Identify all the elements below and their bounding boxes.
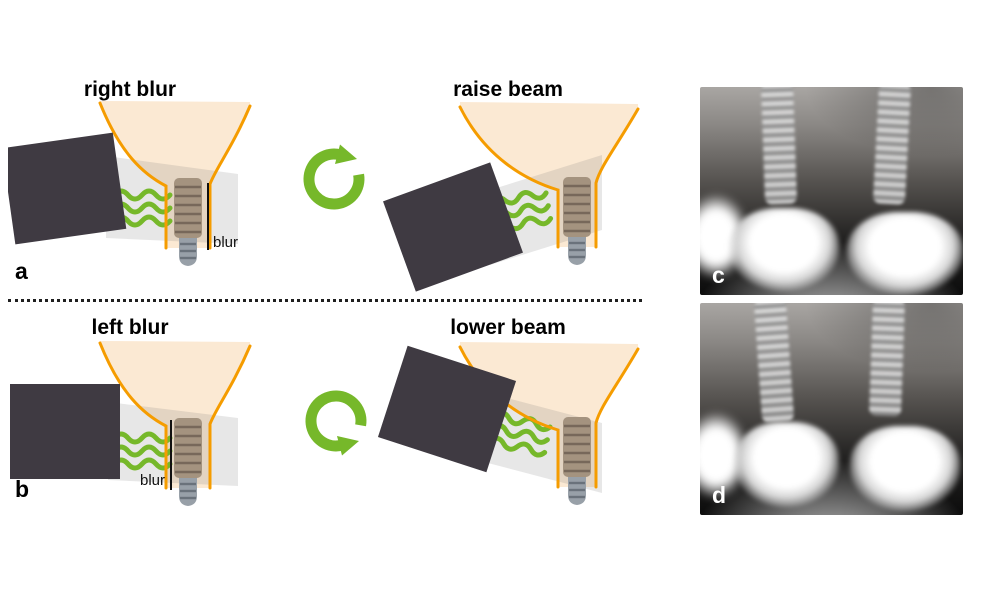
tooth-outline-right (208, 104, 252, 250)
panel-a-diagram: blur (8, 101, 252, 268)
row-separator (8, 299, 642, 302)
xray-beam-waves-icon (111, 431, 173, 471)
tooth-outline-fill (100, 101, 250, 248)
xray-tube-head (8, 132, 127, 245)
xray-tube-head (10, 384, 120, 479)
tooth-outline-fill (100, 341, 250, 488)
crown-shadow (734, 421, 840, 507)
tooth-outline-left (98, 341, 168, 490)
implant (561, 415, 593, 507)
panel-c-letter: c (712, 262, 725, 288)
tooth-outline-right (594, 107, 640, 249)
crown-shadow (847, 211, 963, 295)
xray-tube-head (383, 162, 523, 292)
xray-tube-head (377, 345, 517, 473)
xray-beam-waves-icon (487, 410, 553, 458)
panel-b-letter: b (15, 476, 30, 502)
panel-a-letter: a (15, 258, 28, 284)
panel-lower-diagram (377, 342, 640, 507)
crown-shadow (728, 207, 840, 291)
implant (561, 175, 593, 267)
panel-raise-diagram (383, 102, 640, 292)
tooth-outline-fill (460, 102, 638, 247)
panel-a-title: right blur (83, 78, 177, 101)
implant-shadow (761, 87, 797, 204)
crown-shadow (849, 425, 961, 511)
implant-shadow (868, 303, 905, 416)
tooth-outline-left (98, 101, 168, 250)
blur-label: blur (140, 472, 165, 489)
tooth-outline-left (458, 345, 560, 489)
panel-d-letter: d (712, 482, 727, 508)
tooth-outline-right (208, 344, 252, 490)
radiograph-c-image: c (700, 87, 963, 295)
implant-shadow (753, 303, 794, 423)
tooth-outline-right (594, 347, 640, 489)
blur-label: blur (213, 234, 238, 251)
panel-b-title: left blur (91, 316, 169, 339)
beam-cone (108, 402, 238, 486)
tooth-outline-left (458, 105, 560, 249)
implant-shadow (873, 87, 911, 205)
implant (172, 176, 204, 268)
panel-lower-title: lower beam (450, 316, 566, 339)
rotate-clockwise-icon (303, 144, 365, 210)
implant (172, 416, 204, 508)
radiograph-d-image: d (700, 303, 963, 515)
rotate-counterclockwise-icon (305, 390, 367, 456)
panel-raise-title: raise beam (453, 78, 563, 101)
panel-b-diagram: blur (10, 341, 252, 508)
